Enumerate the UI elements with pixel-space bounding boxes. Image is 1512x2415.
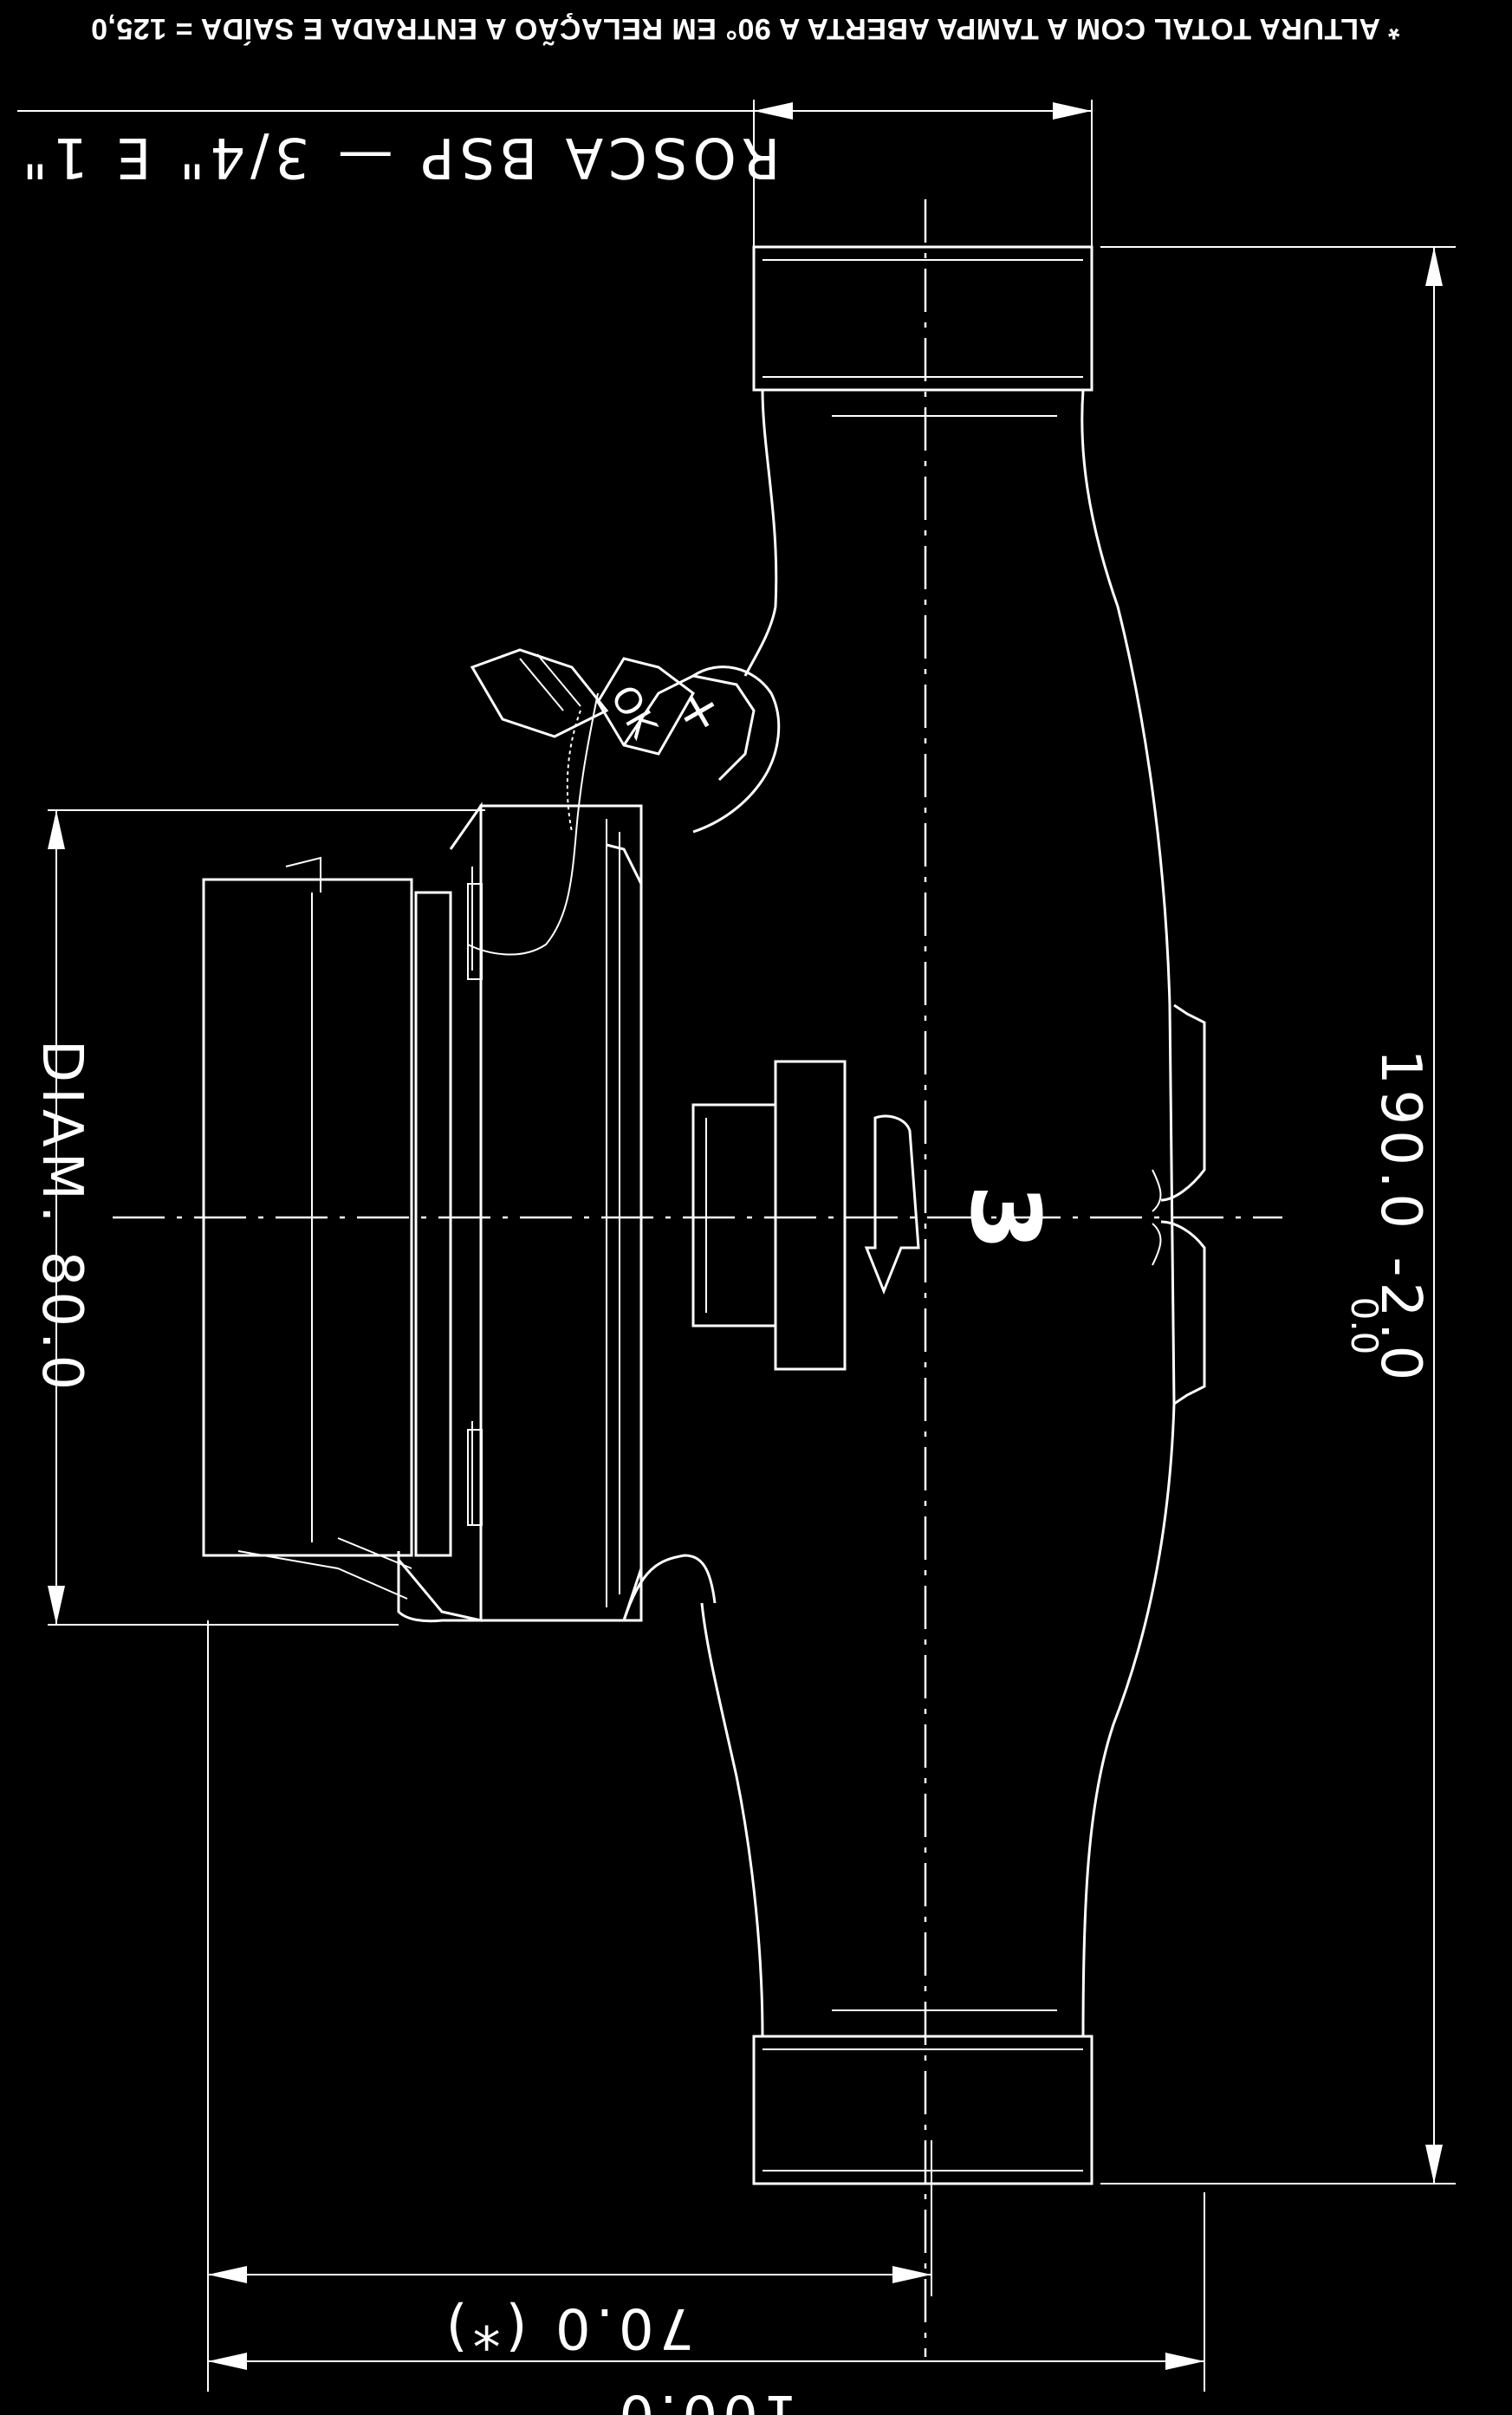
total-height-note: * ALTURA TOTAL COM A TAMPA ABERTA A 90° …: [91, 12, 1400, 45]
meter-number: 3: [950, 1185, 1061, 1251]
length-label: 190.0 -2.0: [1368, 1049, 1432, 1386]
flow-indicator: 3: [691, 1060, 1061, 1371]
overall-label: 100.0: [613, 2382, 798, 2415]
diameter-dimension: DIAM. 80.0: [29, 809, 485, 1626]
diameter-label: DIAM. 80.0: [29, 1040, 94, 1395]
length-dimension: 190.0 -2.0 0.0: [1100, 246, 1456, 2185]
top-note: * ALTURA TOTAL COM A TAMPA ABERTA A 90° …: [91, 12, 1400, 45]
register-housing: [202, 802, 717, 1623]
thread-label-group: ROSCA BSP — 3/4" E 1": [17, 125, 781, 189]
thread-label: ROSCA BSP — 3/4" E 1": [17, 125, 781, 189]
meter-body: [700, 245, 1206, 2185]
bottom-dimensions: 70.0 (*) 100.0: [207, 1629, 1205, 2415]
length-tol-upper: 0.0: [1343, 1297, 1385, 1355]
height-label: 70.0 (*): [441, 2295, 695, 2360]
cap-label: OK: [602, 678, 665, 746]
seal-cap: + OK: [467, 648, 781, 956]
top-thread-dimension: [17, 100, 1093, 251]
